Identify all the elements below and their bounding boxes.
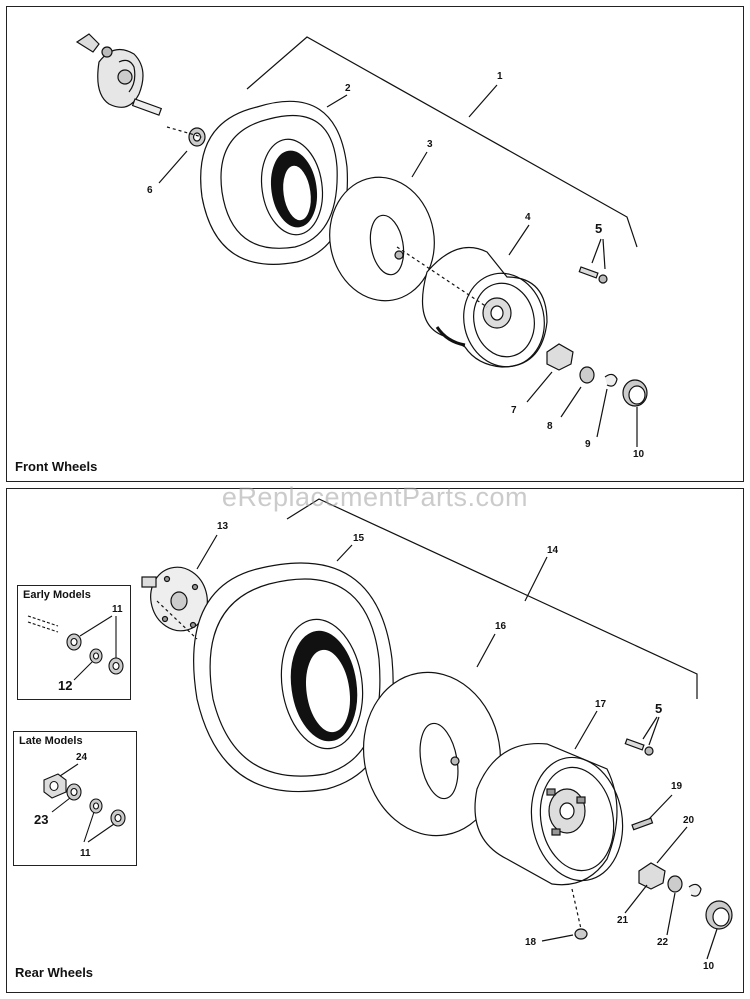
spindle-assembly [75, 33, 163, 116]
rear-rim [474, 742, 624, 886]
late-models-inset: Late Models 24 23 11 [13, 731, 137, 866]
callout-23: 23 [34, 812, 48, 827]
callout-11-early: 11 [112, 604, 123, 615]
cover-plate-20 [638, 862, 666, 890]
clip-22 [688, 883, 702, 897]
rear-wheels-panel: 13 14 15 16 17 5 19 20 21 22 18 10 Early… [6, 488, 744, 993]
callout-8: 8 [547, 421, 553, 432]
early-models-inset: Early Models 11 12 [17, 585, 131, 700]
valve-bolt-5 [578, 266, 608, 284]
callout-10: 10 [633, 449, 645, 460]
callout-14: 14 [547, 545, 559, 556]
callout-10-rear: 10 [703, 961, 715, 972]
front-wheels-panel: 1 2 3 4 5 6 7 8 9 10 Front Wheels [6, 6, 744, 482]
callout-18: 18 [525, 937, 537, 948]
late-models-diagram: 24 23 11 [34, 752, 126, 859]
key-19 [631, 817, 654, 831]
hub-cap-10 [622, 379, 648, 407]
clip-9 [604, 373, 618, 387]
rear-tire [193, 562, 394, 793]
rear-wheels-title: Rear Wheels [15, 965, 94, 980]
callout-12: 12 [58, 678, 72, 693]
callout-7: 7 [511, 405, 517, 416]
callout-11-late: 11 [80, 848, 91, 859]
callout-5-rear: 5 [655, 701, 662, 716]
front-rim [421, 246, 548, 368]
rear-valve-bolt-5 [624, 738, 654, 756]
callout-2: 2 [345, 83, 351, 94]
hub-13 [141, 566, 208, 632]
callout-3: 3 [427, 139, 433, 150]
callout-16: 16 [495, 621, 507, 632]
rear-wheels-diagram: 13 14 15 16 17 5 19 20 21 22 18 10 [141, 498, 733, 972]
early-models-title: Early Models [23, 589, 91, 601]
callout-24: 24 [76, 752, 88, 763]
callout-21: 21 [617, 915, 629, 926]
callout-13: 13 [217, 521, 229, 532]
washer-8 [579, 366, 595, 384]
callout-1: 1 [497, 71, 503, 82]
callout-9: 9 [585, 439, 591, 450]
callout-20: 20 [683, 815, 695, 826]
rear-hub-cap-10 [705, 900, 733, 930]
callout-22: 22 [657, 937, 669, 948]
callout-15: 15 [353, 533, 365, 544]
front-tire [200, 100, 349, 265]
front-wheels-diagram: 1 2 3 4 5 6 7 8 9 10 [75, 33, 648, 460]
front-tube [329, 176, 435, 302]
late-models-title: Late Models [19, 735, 83, 747]
front-wheels-title: Front Wheels [15, 459, 98, 474]
callout-5: 5 [595, 221, 602, 236]
callout-17: 17 [595, 699, 607, 710]
callout-4: 4 [525, 212, 531, 223]
washer-21 [667, 875, 683, 893]
early-models-diagram: 11 12 [27, 604, 124, 693]
nut-18 [574, 928, 588, 940]
cover-plate-7 [546, 343, 574, 371]
callout-6: 6 [147, 185, 153, 196]
callout-19: 19 [671, 781, 683, 792]
rear-tube [362, 671, 502, 837]
